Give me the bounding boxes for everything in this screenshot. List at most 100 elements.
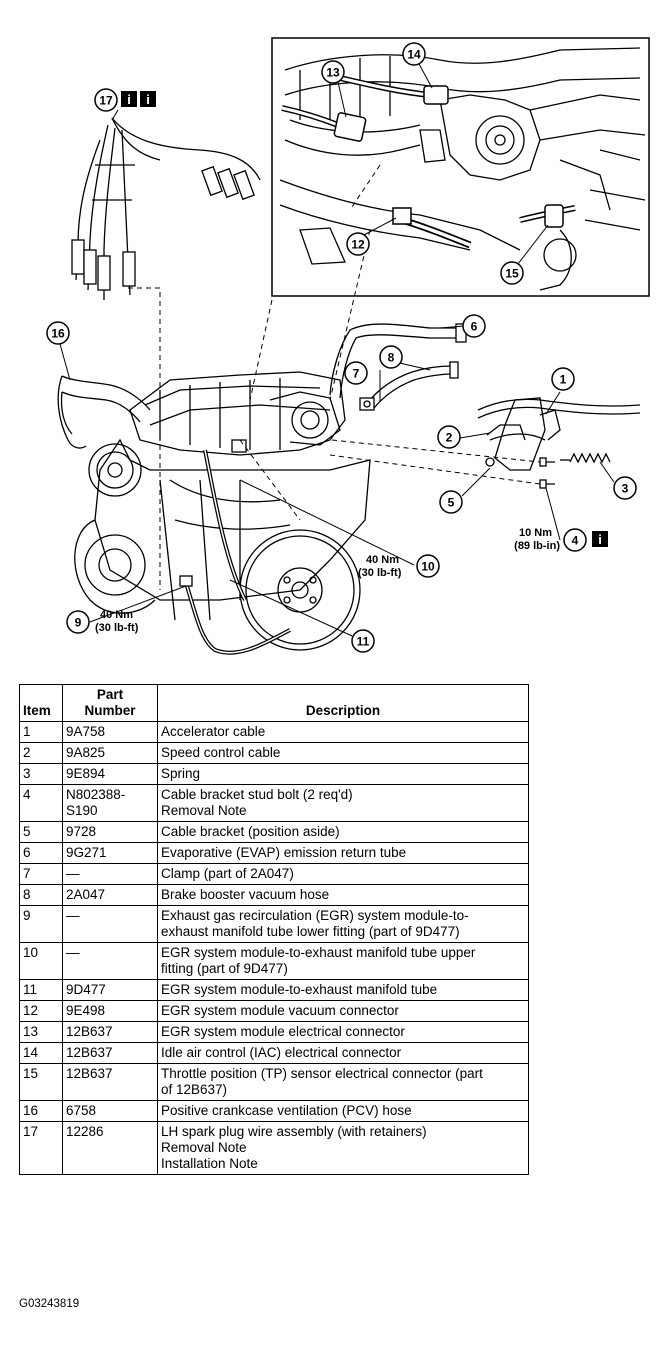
item-number-cell: 3 bbox=[19, 763, 63, 785]
info-icon: i bbox=[146, 92, 150, 107]
svg-text:(30 lb-ft): (30 lb-ft) bbox=[358, 567, 402, 579]
part-number-line: 9D477 bbox=[66, 982, 106, 997]
svg-text:12: 12 bbox=[351, 238, 365, 252]
table-row: 10—EGR system module-to-exhaust manifold… bbox=[19, 942, 529, 980]
part-number-line: 12286 bbox=[66, 1124, 104, 1139]
item-number-cell: 6 bbox=[19, 842, 63, 864]
svg-text:1: 1 bbox=[560, 373, 567, 387]
svg-text:9: 9 bbox=[75, 616, 82, 630]
description-line: Cable bracket (position aside) bbox=[161, 824, 340, 839]
cable-bracket-assembly bbox=[477, 397, 641, 489]
description-line: Spring bbox=[161, 766, 201, 781]
pcv-hose bbox=[57, 375, 151, 449]
description-cell: Accelerator cable bbox=[157, 721, 529, 743]
part-number-cell: 9G271 bbox=[62, 842, 158, 864]
svg-text:16: 16 bbox=[51, 327, 65, 341]
callout-8: 8 bbox=[379, 345, 403, 369]
svg-text:40 Nm: 40 Nm bbox=[366, 554, 399, 566]
description-line: Accelerator cable bbox=[161, 724, 266, 739]
part-number-line: — bbox=[66, 908, 80, 923]
description-cell: Exhaust gas recirculation (EGR) system m… bbox=[157, 905, 529, 943]
info-icon: i bbox=[127, 92, 131, 107]
brake-booster-hose bbox=[359, 361, 459, 411]
part-number-cell: 9A758 bbox=[62, 721, 158, 743]
part-number-column-header: Part Number bbox=[62, 684, 158, 722]
part-number-cell: 2A047 bbox=[62, 884, 158, 906]
part-number-cell: 12286 bbox=[62, 1121, 158, 1175]
svg-text:13: 13 bbox=[326, 66, 340, 80]
callout-13: 13 bbox=[321, 60, 345, 84]
description-cell: EGR system module-to-exhaust manifold tu… bbox=[157, 979, 529, 1001]
description-line: Removal Note bbox=[161, 1140, 247, 1155]
item-number-cell: 13 bbox=[19, 1021, 63, 1043]
part-number-line: S190 bbox=[66, 803, 98, 818]
part-number-line: 9E894 bbox=[66, 766, 106, 781]
svg-text:5: 5 bbox=[448, 496, 455, 510]
svg-text:3: 3 bbox=[622, 482, 629, 496]
part-number-cell: 9D477 bbox=[62, 979, 158, 1001]
description-cell: Throttle position (TP) sensor electrical… bbox=[157, 1063, 529, 1101]
callout-12: 12 bbox=[346, 232, 370, 256]
item-number-cell: 1 bbox=[19, 721, 63, 743]
description-cell: Positive crankcase ventilation (PCV) hos… bbox=[157, 1100, 529, 1122]
callout-17-info-icons: i i bbox=[121, 91, 156, 107]
description-line: Cable bracket stud bolt (2 req'd) bbox=[161, 787, 353, 802]
callout-16: 16 bbox=[46, 321, 70, 345]
item-number-cell: 15 bbox=[19, 1063, 63, 1101]
description-line: Clamp (part of 2A047) bbox=[161, 866, 294, 881]
description-line: Removal Note bbox=[161, 803, 247, 818]
item-number-cell: 8 bbox=[19, 884, 63, 906]
svg-text:10 Nm: 10 Nm bbox=[519, 527, 552, 539]
description-line: Evaporative (EVAP) emission return tube bbox=[161, 845, 407, 860]
description-line: Brake booster vacuum hose bbox=[161, 887, 330, 902]
description-line: Speed control cable bbox=[161, 745, 281, 760]
description-line: Exhaust gas recirculation (EGR) system m… bbox=[161, 908, 469, 923]
callout-2: 2 bbox=[437, 425, 461, 449]
svg-text:6: 6 bbox=[471, 320, 478, 334]
table-row: 7—Clamp (part of 2A047) bbox=[19, 863, 529, 885]
part-number-cell: 9A825 bbox=[62, 742, 158, 764]
callout-15: 15 bbox=[500, 261, 524, 285]
figure-code: G03243819 bbox=[19, 1298, 80, 1310]
description-line: fitting (part of 9D477) bbox=[161, 961, 288, 976]
callout-11: 11 bbox=[351, 629, 375, 653]
part-number-line: 2A047 bbox=[66, 887, 106, 902]
part-number-cell: — bbox=[62, 942, 158, 980]
description-cell: Speed control cable bbox=[157, 742, 529, 764]
description-line: exhaust manifold tube lower fitting (par… bbox=[161, 924, 460, 939]
callout-14: 14 bbox=[402, 42, 426, 66]
callout-7: 7 bbox=[344, 361, 368, 385]
info-icon: i bbox=[598, 532, 602, 547]
part-number-line: 9728 bbox=[66, 824, 97, 839]
item-number-cell: 17 bbox=[19, 1121, 63, 1175]
item-number-cell: 2 bbox=[19, 742, 63, 764]
callout-3: 3 bbox=[613, 476, 637, 500]
part-number-line: 9G271 bbox=[66, 845, 107, 860]
item-number-cell: 16 bbox=[19, 1100, 63, 1122]
item-number-cell: 14 bbox=[19, 1042, 63, 1064]
svg-text:4: 4 bbox=[572, 534, 579, 548]
description-cell: Evaporative (EVAP) emission return tube bbox=[157, 842, 529, 864]
part-number-line: 6758 bbox=[66, 1103, 97, 1118]
description-cell: Clamp (part of 2A047) bbox=[157, 863, 529, 885]
item-number-cell: 11 bbox=[19, 979, 63, 1001]
description-cell: Brake booster vacuum hose bbox=[157, 884, 529, 906]
part-number-line: 9A758 bbox=[66, 724, 106, 739]
description-column-header: Description bbox=[157, 684, 529, 722]
description-line: EGR system module electrical connector bbox=[161, 1024, 405, 1039]
part-number-line: — bbox=[66, 945, 80, 960]
description-cell: LH spark plug wire assembly (with retain… bbox=[157, 1121, 529, 1175]
table-row: 9—Exhaust gas recirculation (EGR) system… bbox=[19, 905, 529, 943]
part-number-cell: 12B637 bbox=[62, 1063, 158, 1101]
item-number-cell: 12 bbox=[19, 1000, 63, 1022]
